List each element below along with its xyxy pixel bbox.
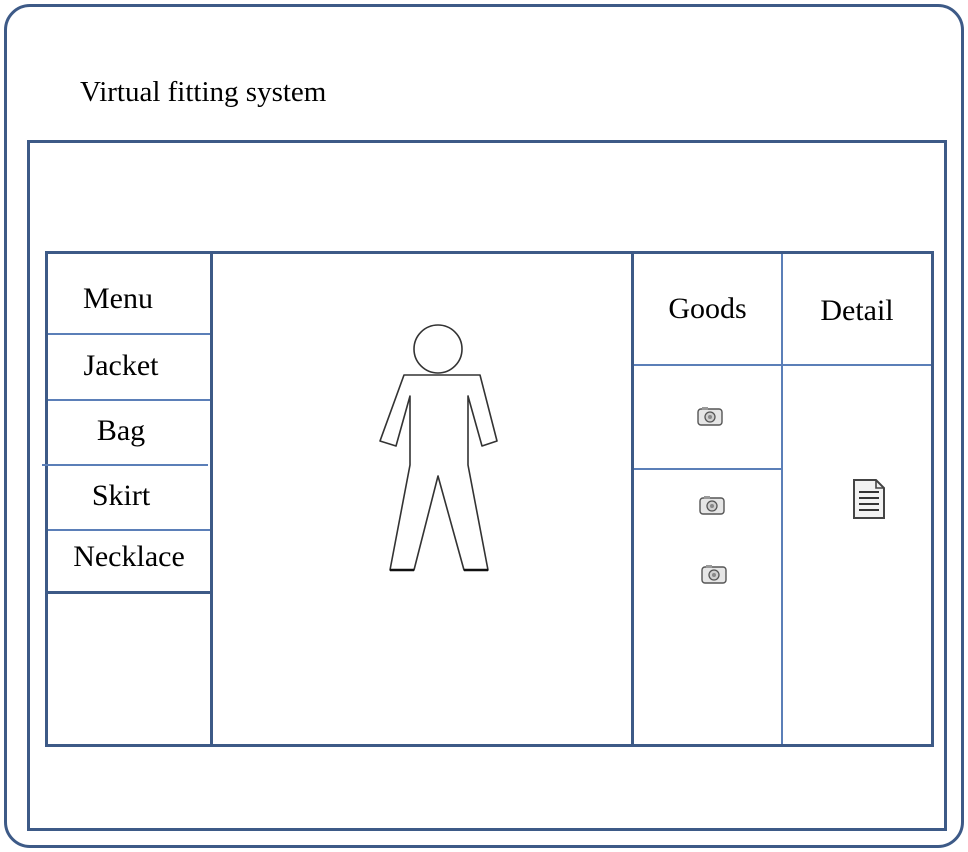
menu-panel bbox=[45, 251, 213, 594]
app-title: Virtual fitting system bbox=[80, 76, 327, 108]
mannequin-figure bbox=[379, 324, 498, 572]
menu-item-jacket[interactable]: Jacket bbox=[83, 349, 159, 382]
goods-header: Goods bbox=[668, 292, 747, 325]
goods-detail-divider bbox=[781, 254, 783, 744]
detail-header: Detail bbox=[820, 294, 894, 327]
main-frame bbox=[27, 140, 947, 831]
camera-icon[interactable] bbox=[697, 406, 723, 426]
document-icon[interactable] bbox=[852, 478, 886, 520]
header-divider bbox=[634, 364, 931, 366]
menu-item-skirt[interactable]: Skirt bbox=[91, 479, 151, 512]
menu-divider bbox=[48, 399, 210, 401]
menu-item-bag[interactable]: Bag bbox=[96, 414, 146, 447]
app-window bbox=[4, 4, 964, 848]
content-area bbox=[45, 251, 934, 747]
camera-icon[interactable] bbox=[699, 495, 725, 515]
preview-divider bbox=[631, 251, 634, 747]
menu-header: Menu bbox=[83, 282, 153, 315]
camera-icon[interactable] bbox=[701, 564, 727, 584]
goods-divider bbox=[634, 468, 782, 470]
menu-divider bbox=[48, 333, 210, 335]
menu-divider bbox=[48, 529, 210, 531]
menu-item-necklace[interactable]: Necklace bbox=[73, 540, 185, 573]
menu-divider bbox=[42, 464, 208, 466]
